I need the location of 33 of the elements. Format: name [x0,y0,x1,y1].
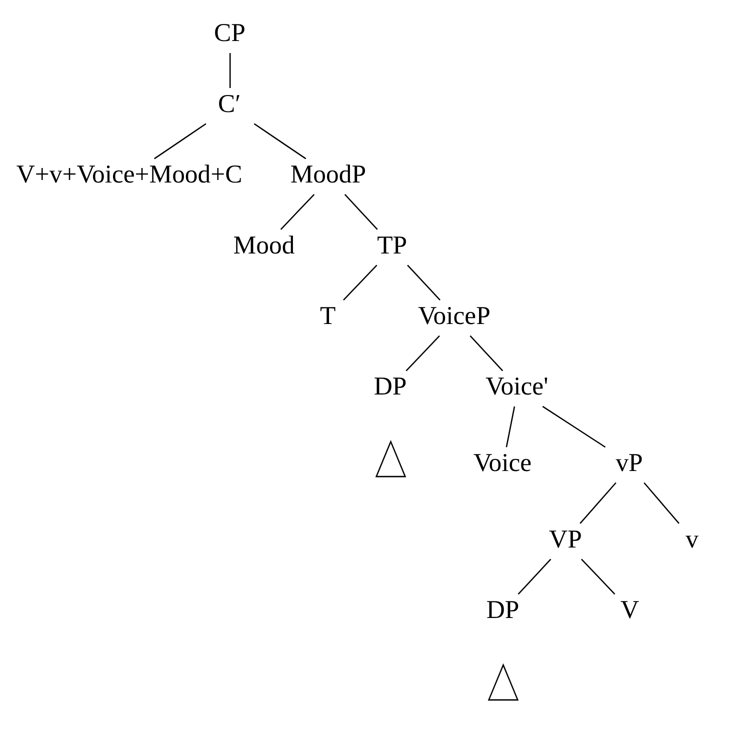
connector [154,123,206,160]
node-text: C′ [218,88,241,118]
node-text: VP [549,524,582,554]
connector [580,482,616,524]
connector [542,406,606,448]
connector [229,53,231,88]
connector [407,264,440,301]
connector [518,558,552,595]
connector [406,335,440,372]
node-text: vP [616,448,643,478]
node-text: CP [214,18,246,48]
node-text: MoodP [290,160,366,189]
node-text: V [620,595,640,624]
node-text: T [320,301,336,330]
connector [581,558,616,595]
node-text: VoiceP [418,301,490,330]
connector [470,335,504,372]
connector [343,264,378,301]
node-text: V+v+Voice+Mood+C [16,160,242,189]
node-text: Voice [474,448,532,478]
node-text: DP [486,595,520,624]
connector [506,406,516,448]
node-text: DP [374,372,407,401]
connector [280,194,315,230]
node-triangle [488,663,519,701]
node-text: v [686,524,698,554]
connector [344,194,378,230]
connector [644,482,680,524]
node-text: Voice' [486,372,548,401]
connector [254,123,306,160]
node-text: Mood [233,230,295,260]
node-text: TP [377,230,408,260]
node-triangle [375,440,406,478]
